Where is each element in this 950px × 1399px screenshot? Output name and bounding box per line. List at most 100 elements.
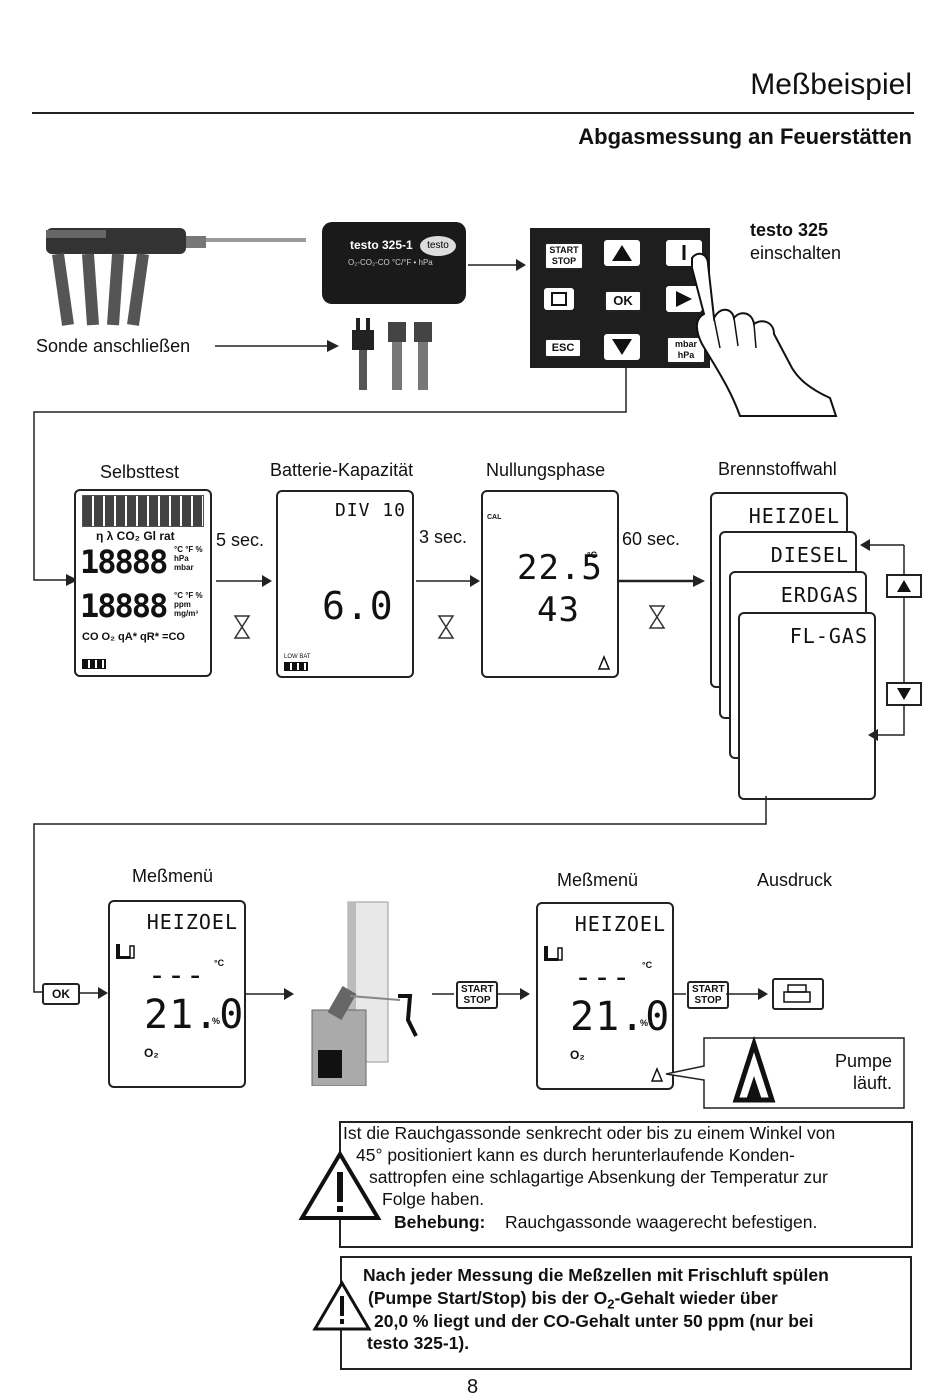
- menu1-temp-unit: °C: [214, 958, 225, 968]
- fuel-up-key[interactable]: [886, 574, 922, 598]
- chimney-probe-image: [311, 901, 418, 1086]
- time-60sec: 60 sec.: [622, 529, 681, 549]
- menu2-fuel: HEIZOEL: [574, 912, 666, 936]
- warning2-line2-sub: 2: [607, 1296, 615, 1312]
- menu2-o2-value: 21.0: [570, 994, 671, 1040]
- probe-symbol-icon-2: [544, 946, 563, 961]
- warning2-line2-b: -Gehalt wieder über: [614, 1288, 778, 1308]
- ok-key[interactable]: OK: [604, 290, 642, 312]
- battery-top: DIV 10: [334, 500, 406, 521]
- selftest-digits-2: 18888: [80, 587, 168, 625]
- fuel-card-4: FL-GAS: [738, 612, 876, 800]
- right-key[interactable]: [666, 286, 702, 312]
- selftest-segments: [82, 495, 204, 527]
- selftest-label: Selbsttest: [100, 462, 180, 482]
- warning1-line1: Ist die Rauchgassonde senkrecht oder bis…: [343, 1123, 836, 1143]
- warning1-fix-text: Rauchgassonde waagerecht befestigen.: [505, 1212, 818, 1232]
- printer-icon: [551, 292, 567, 306]
- print-label: Ausdruck: [757, 870, 833, 890]
- print-key-2[interactable]: [772, 978, 824, 1010]
- start-stop-key-3[interactable]: START STOP: [687, 981, 729, 1009]
- device-name: testo 325-1: [350, 238, 413, 252]
- esc-key[interactable]: ESC: [544, 338, 582, 358]
- low-bat: LOW BAT: [284, 654, 311, 660]
- keypad: START STOP OK ESC mbar hPa: [530, 228, 710, 368]
- menu1-o2-unit: %: [212, 1016, 221, 1026]
- selftest-digits-1: 18888: [80, 543, 168, 581]
- menu-display-1: HEIZOEL --- °C 21.0 % O₂: [108, 900, 246, 1088]
- pump-icon-small-2: [650, 1067, 664, 1082]
- fuel-flgas: FL-GAS: [789, 624, 868, 648]
- menu2-o2-label: O₂: [570, 1048, 585, 1062]
- warning-box-1: [339, 1121, 913, 1248]
- arrow-menu2: [672, 993, 686, 995]
- hourglass-icon-2: [437, 615, 455, 639]
- ok-key-step3[interactable]: OK: [42, 983, 80, 1005]
- arrow-selftest: [216, 575, 272, 587]
- print-key[interactable]: [544, 288, 574, 310]
- right-arrow-icon: [676, 291, 692, 307]
- warning-icon-2: [312, 1280, 372, 1331]
- device-image: testo 325-1 testo O₂-CO₂-CO °C/°F • hPa: [322, 222, 466, 304]
- power-on-text: einschalten: [750, 243, 842, 263]
- menu2-temp-unit: °C: [642, 960, 653, 970]
- probe-label: Sonde anschließen: [36, 336, 191, 356]
- selftest-row: η λ CO₂ Gl rat: [96, 529, 175, 543]
- pump-icon-small: [597, 655, 611, 670]
- start-stop-key[interactable]: START STOP: [544, 242, 584, 270]
- testo-logo: testo: [420, 236, 456, 256]
- header-rule: [32, 112, 914, 114]
- zero-display: CAL 22.5 °C 43: [481, 490, 619, 678]
- menu2-dash: ---: [574, 960, 632, 995]
- fuel-diesel: DIESEL: [770, 543, 849, 567]
- page-subtitle: Abgasmessung an Feuerstätten: [578, 124, 912, 149]
- zero-label: Nullungsphase: [486, 460, 606, 480]
- menu1-o2-value: 21.0: [144, 992, 245, 1038]
- menu1-fuel: HEIZOEL: [146, 910, 238, 934]
- start-stop-key-2[interactable]: START STOP: [456, 981, 498, 1009]
- arrow-device: [468, 259, 526, 271]
- hourglass-icon: [233, 615, 251, 639]
- up-key[interactable]: [604, 240, 640, 266]
- warning2-line2-a: (Pumpe Start/Stop) bis der O: [368, 1288, 608, 1308]
- mbar-key[interactable]: mbar hPa: [666, 336, 706, 364]
- probe-symbol-icon: [116, 944, 135, 959]
- time-3sec: 3 sec.: [419, 527, 468, 547]
- arrow-probe: [215, 340, 339, 352]
- menu2-o2-unit: %: [640, 1018, 649, 1028]
- arrow-chimney: [432, 993, 454, 995]
- warning2-line3: 20,0 % liegt und der CO-Gehalt unter 50 …: [374, 1311, 814, 1331]
- down-arrow-icon: [612, 339, 632, 355]
- fuel-down-key[interactable]: [886, 682, 922, 706]
- up-arrow-icon: [612, 245, 632, 261]
- hourglass-icon-3: [648, 605, 666, 629]
- warning-icon: [298, 1150, 382, 1220]
- arrow-start2: [726, 988, 768, 1000]
- arrow-menu1: [246, 988, 294, 1000]
- zero-v1: 22.5: [517, 548, 603, 588]
- power-on-device: testo 325: [750, 220, 829, 240]
- power-icon: [682, 245, 686, 260]
- selftest-display: η λ CO₂ Gl rat 18888 °C °F % hPa mbar 18…: [74, 489, 212, 677]
- flow-line-1: [33, 368, 627, 586]
- selftest-units-1: °C °F % hPa mbar: [174, 545, 203, 572]
- printer-icon-2: [783, 984, 811, 1003]
- page-number: 8: [467, 1376, 479, 1398]
- arrow-zero: [619, 575, 705, 587]
- arrow-ok: [78, 987, 108, 999]
- selftest-bottom: CO O₂ qA* qR* =CO: [82, 631, 185, 643]
- warning2-line2: (Pumpe Start/Stop) bis der O2-Gehalt wie…: [368, 1287, 778, 1316]
- hand-icon: [691, 252, 838, 417]
- warning1-fix-label: Behebung:: [394, 1212, 486, 1232]
- up-arrow-icon-2: [897, 580, 911, 592]
- fuel-label: Brennstoffwahl: [718, 459, 837, 479]
- selftest-units-2: °C °F % ppm mg/m³: [174, 591, 203, 618]
- page-title: Meßbeispiel: [750, 68, 912, 101]
- down-key[interactable]: [604, 334, 640, 360]
- menu1-o2-label: O₂: [144, 1046, 159, 1060]
- fuel-selector: [860, 539, 905, 741]
- fuel-heizoel: HEIZOEL: [748, 504, 840, 528]
- warning2-line1: Nach jeder Messung die Meßzellen mit Fri…: [363, 1265, 829, 1285]
- device-sub: O₂-CO₂-CO °C/°F • hPa: [348, 258, 433, 267]
- flow-line-2: [33, 796, 767, 993]
